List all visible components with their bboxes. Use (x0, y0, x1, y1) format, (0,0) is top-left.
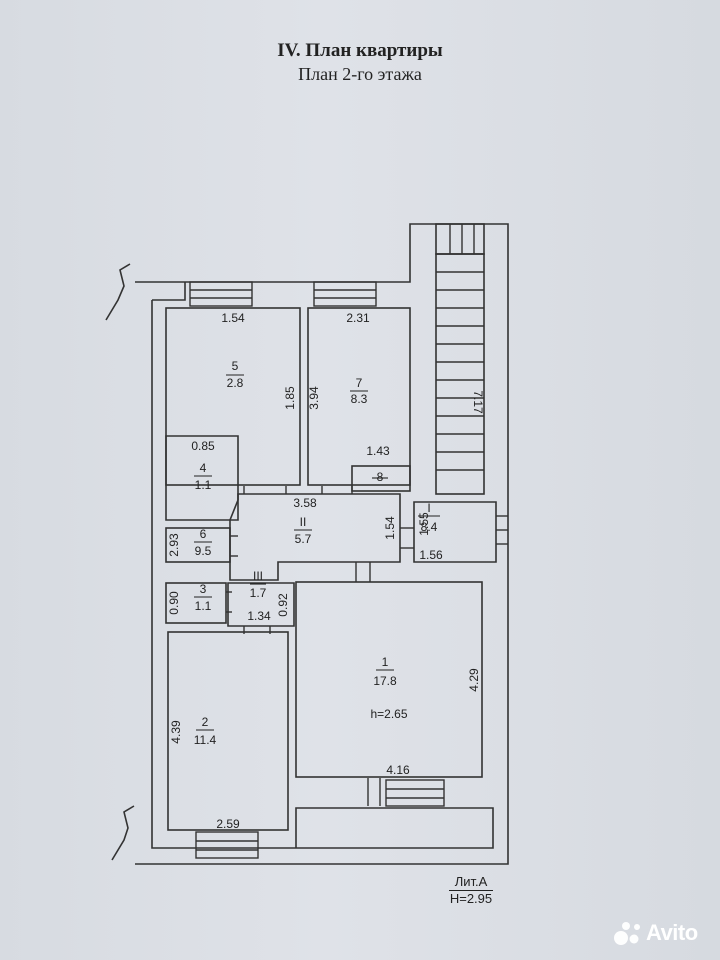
room-I-outline (413, 501, 497, 563)
room-7-dim-depth: 3.94 (307, 386, 321, 410)
room-2-outline (167, 631, 289, 831)
window-room-6 (189, 281, 253, 307)
room-6-outline (165, 307, 301, 486)
lit-stamp: Лит.А Н=2.95 (436, 874, 506, 907)
room-2-number: 2 (202, 715, 209, 729)
page-title: IV. План квартиры (277, 40, 443, 61)
room-1-area: 17.8 (373, 674, 397, 688)
room-II-area: 5.7 (295, 532, 312, 546)
room-I-area: 8.4 (421, 520, 438, 534)
room-2-dim-depth: 4.39 (169, 720, 183, 744)
break-mark-bottom (111, 805, 135, 861)
room-II-dim-depth: 1.54 (383, 516, 397, 540)
window-room-7 (313, 281, 377, 307)
room-1-number: 1 (382, 655, 389, 669)
room-III-area: 1.7 (250, 586, 267, 600)
room-III-dim-width: 1.34 (247, 609, 271, 623)
building-height: Н=2.95 (449, 891, 493, 906)
break-mark-top (105, 263, 131, 321)
room-II-dim-width: 3.58 (293, 496, 317, 510)
room-II-number: II (300, 515, 307, 529)
room-6-number: 5 (232, 359, 239, 373)
entry-steps-right (496, 515, 508, 545)
stair-steps (436, 224, 484, 471)
room-7-number: 7 (356, 376, 363, 390)
room-1-outline (295, 581, 483, 778)
room-5-outline (165, 435, 239, 521)
room-4-area: 9.5 (195, 544, 212, 558)
room-5-area: 1.1 (195, 478, 212, 492)
page-subtitle: План 2-го этажа (298, 64, 422, 84)
outer-wall (135, 223, 509, 865)
room-5-dim-width: 0.85 (191, 439, 215, 453)
door-marks (226, 486, 414, 806)
room-3-area: 1.1 (195, 599, 212, 613)
room-3-dim: 0.90 (167, 591, 181, 615)
room-6-area: 2.8 (227, 376, 244, 390)
room-5-number: 4 (200, 461, 207, 475)
avito-dots-icon (614, 922, 640, 945)
window-room-2 (195, 831, 259, 859)
room-4-dim: 2.93 (167, 533, 181, 557)
lit-label: Лит.А (448, 874, 494, 891)
room-7-dim-width: 2.31 (346, 311, 370, 325)
room-3-outline (165, 582, 227, 624)
room-8-outline (351, 465, 411, 492)
room-III-dim-depth: 0.92 (276, 593, 290, 617)
inner-outer-wall (151, 300, 494, 849)
room-III-number: III (253, 569, 263, 583)
room-I-number: I (427, 501, 430, 515)
room-I-dim-width: 1.56 (419, 548, 443, 562)
room-7-dim-inner: 1.43 (366, 444, 390, 458)
room-II-outline (229, 493, 401, 581)
room-8-number: 8 (377, 470, 384, 484)
window-room-1 (385, 779, 445, 807)
room-I-dim-depth: 1.55 (417, 512, 431, 536)
room-2-area: 11.4 (194, 733, 217, 747)
avito-watermark: Avito (612, 918, 712, 950)
room-7-area: 8.3 (351, 392, 368, 406)
avito-brand-text: Avito (646, 920, 698, 945)
room-7-outline (307, 307, 411, 486)
room-6-dim-depth: 1.85 (283, 386, 297, 410)
stair-dim: 7.17 (471, 390, 485, 414)
room-1-height: h=2.65 (370, 707, 407, 721)
room-1-dim-depth: 4.29 (467, 668, 481, 692)
room-4-number: 6 (200, 527, 207, 541)
room-2-dim-width: 2.59 (216, 817, 240, 831)
room-1-dim-width: 4.16 (386, 763, 410, 777)
room-3-number: 3 (200, 582, 207, 596)
room-6-dim-width: 1.54 (221, 311, 245, 325)
